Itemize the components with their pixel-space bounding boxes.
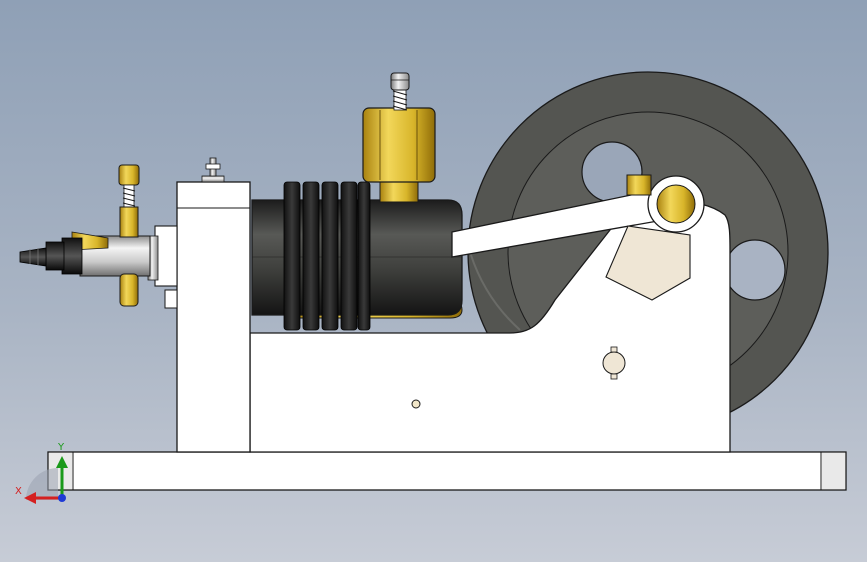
crank-pin[interactable] [626,174,705,233]
mount-hole [411,399,421,409]
base-plate[interactable] [47,451,847,491]
flywheel-spoke-hole [724,239,786,301]
fins [283,181,371,331]
axis-triad [24,456,68,504]
crank-arm[interactable] [605,225,691,301]
needle-valve[interactable] [118,164,140,307]
y-axis-label: Y [58,442,65,453]
carburetor[interactable] [71,225,178,287]
fuel-nipple[interactable] [19,237,83,275]
gauge-dial [602,346,626,380]
screw-cap[interactable] [390,72,410,91]
z-axis-dot [58,494,66,502]
oil-cup[interactable] [362,87,436,203]
frame-screw [201,157,225,183]
engine-frame[interactable] [164,181,731,453]
x-axis-label: X [15,486,22,497]
